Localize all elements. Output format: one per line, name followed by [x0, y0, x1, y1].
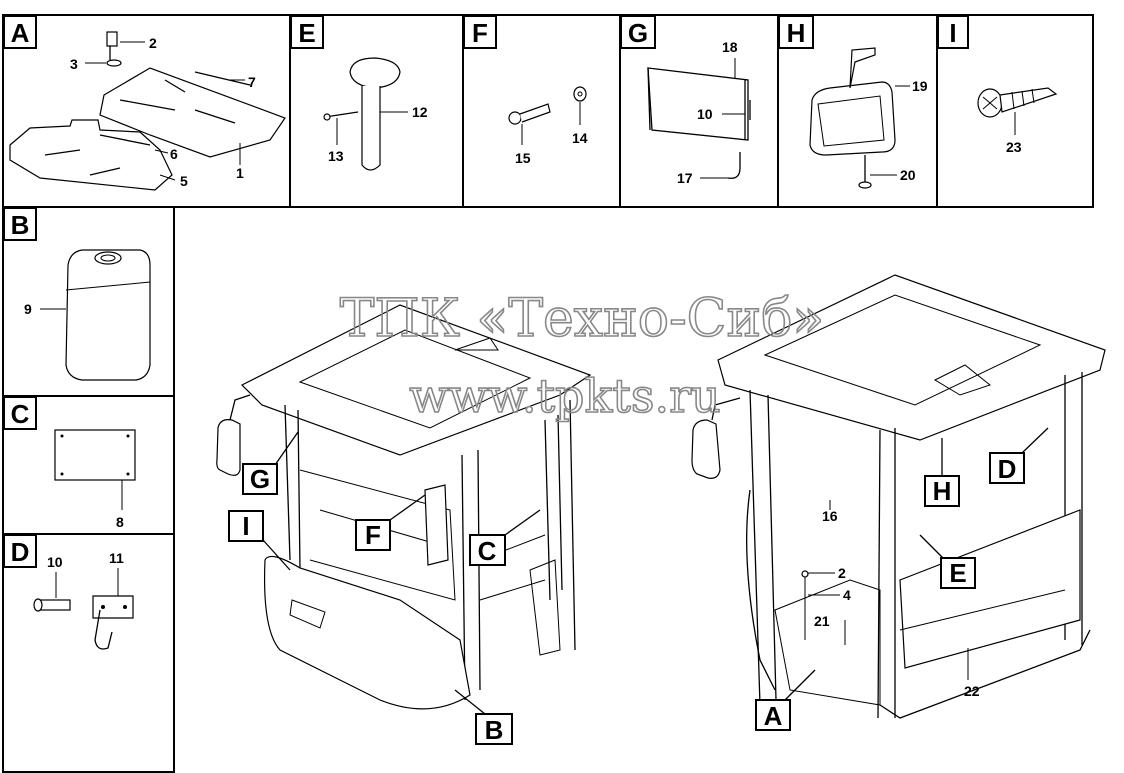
- part-number-6: 6: [170, 146, 178, 162]
- svg-text:F: F: [472, 18, 488, 48]
- svg-text:I: I: [242, 511, 249, 541]
- callout-F: F: [355, 494, 426, 551]
- watermark-line-1: ТПК «Техно-Сиб»: [340, 289, 825, 349]
- callout-G: G: [242, 431, 299, 495]
- panel-d-hook: [33, 568, 134, 650]
- svg-text:B: B: [485, 715, 504, 745]
- panel-label-B: B: [3, 207, 37, 241]
- part-number-18: 18: [722, 39, 738, 55]
- panel-label-E: E: [290, 15, 324, 49]
- part-number-10: 10: [697, 106, 713, 122]
- part-number-1: 1: [236, 165, 244, 181]
- svg-text:I: I: [949, 18, 956, 48]
- part-number-5: 5: [180, 173, 188, 189]
- panel-label-C: C: [3, 396, 37, 430]
- svg-text:C: C: [478, 536, 497, 566]
- panel-label-I: I: [937, 15, 969, 49]
- part-number-20: 20: [900, 167, 916, 183]
- panel-c-plate: [54, 429, 136, 510]
- callout-A: A: [755, 669, 816, 731]
- callout-C: C: [469, 509, 541, 566]
- svg-text:A: A: [11, 18, 30, 48]
- part-number-9: 9: [24, 301, 32, 317]
- part-number-8: 8: [116, 514, 124, 530]
- svg-text:G: G: [628, 18, 648, 48]
- svg-text:H: H: [933, 476, 952, 506]
- panel-b-reservoir: [40, 249, 151, 381]
- svg-text:D: D: [998, 454, 1017, 484]
- callout-D: D: [989, 427, 1049, 484]
- panel-e-hammer: [323, 57, 408, 171]
- panel-a-floor-mats: [9, 31, 286, 191]
- svg-text:G: G: [250, 464, 270, 494]
- panel-label-F: F: [463, 15, 497, 49]
- svg-text:F: F: [365, 520, 381, 550]
- part-number-4: 4: [843, 587, 851, 603]
- part-number-2-cab: 2: [838, 565, 846, 581]
- svg-text:A: A: [764, 701, 783, 731]
- part-number-16: 16: [822, 508, 838, 524]
- panel-i-screw: [977, 87, 1058, 135]
- part-number-7: 7: [248, 74, 256, 90]
- svg-text:H: H: [787, 18, 806, 48]
- part-number-11: 11: [109, 550, 124, 566]
- panel-label-A: A: [3, 15, 37, 49]
- panel-f-screw-washer: [508, 86, 587, 145]
- panel-g-sun-visor: [647, 58, 751, 179]
- callout-E: E: [919, 534, 976, 589]
- right-cab-drawing: [691, 274, 1106, 719]
- part-number-21: 21: [814, 613, 830, 629]
- part-number-22: 22: [964, 683, 980, 699]
- part-number-15: 15: [515, 150, 531, 166]
- svg-text:E: E: [949, 558, 966, 588]
- callout-B: B: [454, 689, 513, 745]
- callout-I: I: [228, 510, 291, 571]
- panel-label-H: H: [778, 15, 814, 49]
- part-number-14: 14: [572, 130, 588, 146]
- part-number-3: 3: [70, 56, 78, 72]
- left-cab-drawing: [216, 304, 592, 710]
- part-number-17: 17: [677, 170, 693, 186]
- callout-H: H: [924, 438, 960, 507]
- svg-text:C: C: [11, 399, 30, 429]
- part-number-2: 2: [149, 35, 157, 51]
- part-number-13: 13: [328, 148, 344, 164]
- part-number-12: 12: [412, 104, 428, 120]
- svg-text:B: B: [11, 210, 30, 240]
- part-number-19: 19: [912, 78, 928, 94]
- panel-label-D: D: [3, 534, 37, 568]
- panel-h-mirror: [809, 47, 910, 189]
- panel-label-G: G: [620, 15, 656, 49]
- part-number-23: 23: [1006, 139, 1022, 155]
- watermark: ТПК «Техно-Сиб» www.tpkts.ru: [339, 288, 825, 424]
- part-number-10: 10: [47, 554, 63, 570]
- svg-text:D: D: [11, 537, 30, 567]
- svg-text:E: E: [298, 18, 315, 48]
- watermark-line-2: www.tpkts.ru: [409, 369, 720, 423]
